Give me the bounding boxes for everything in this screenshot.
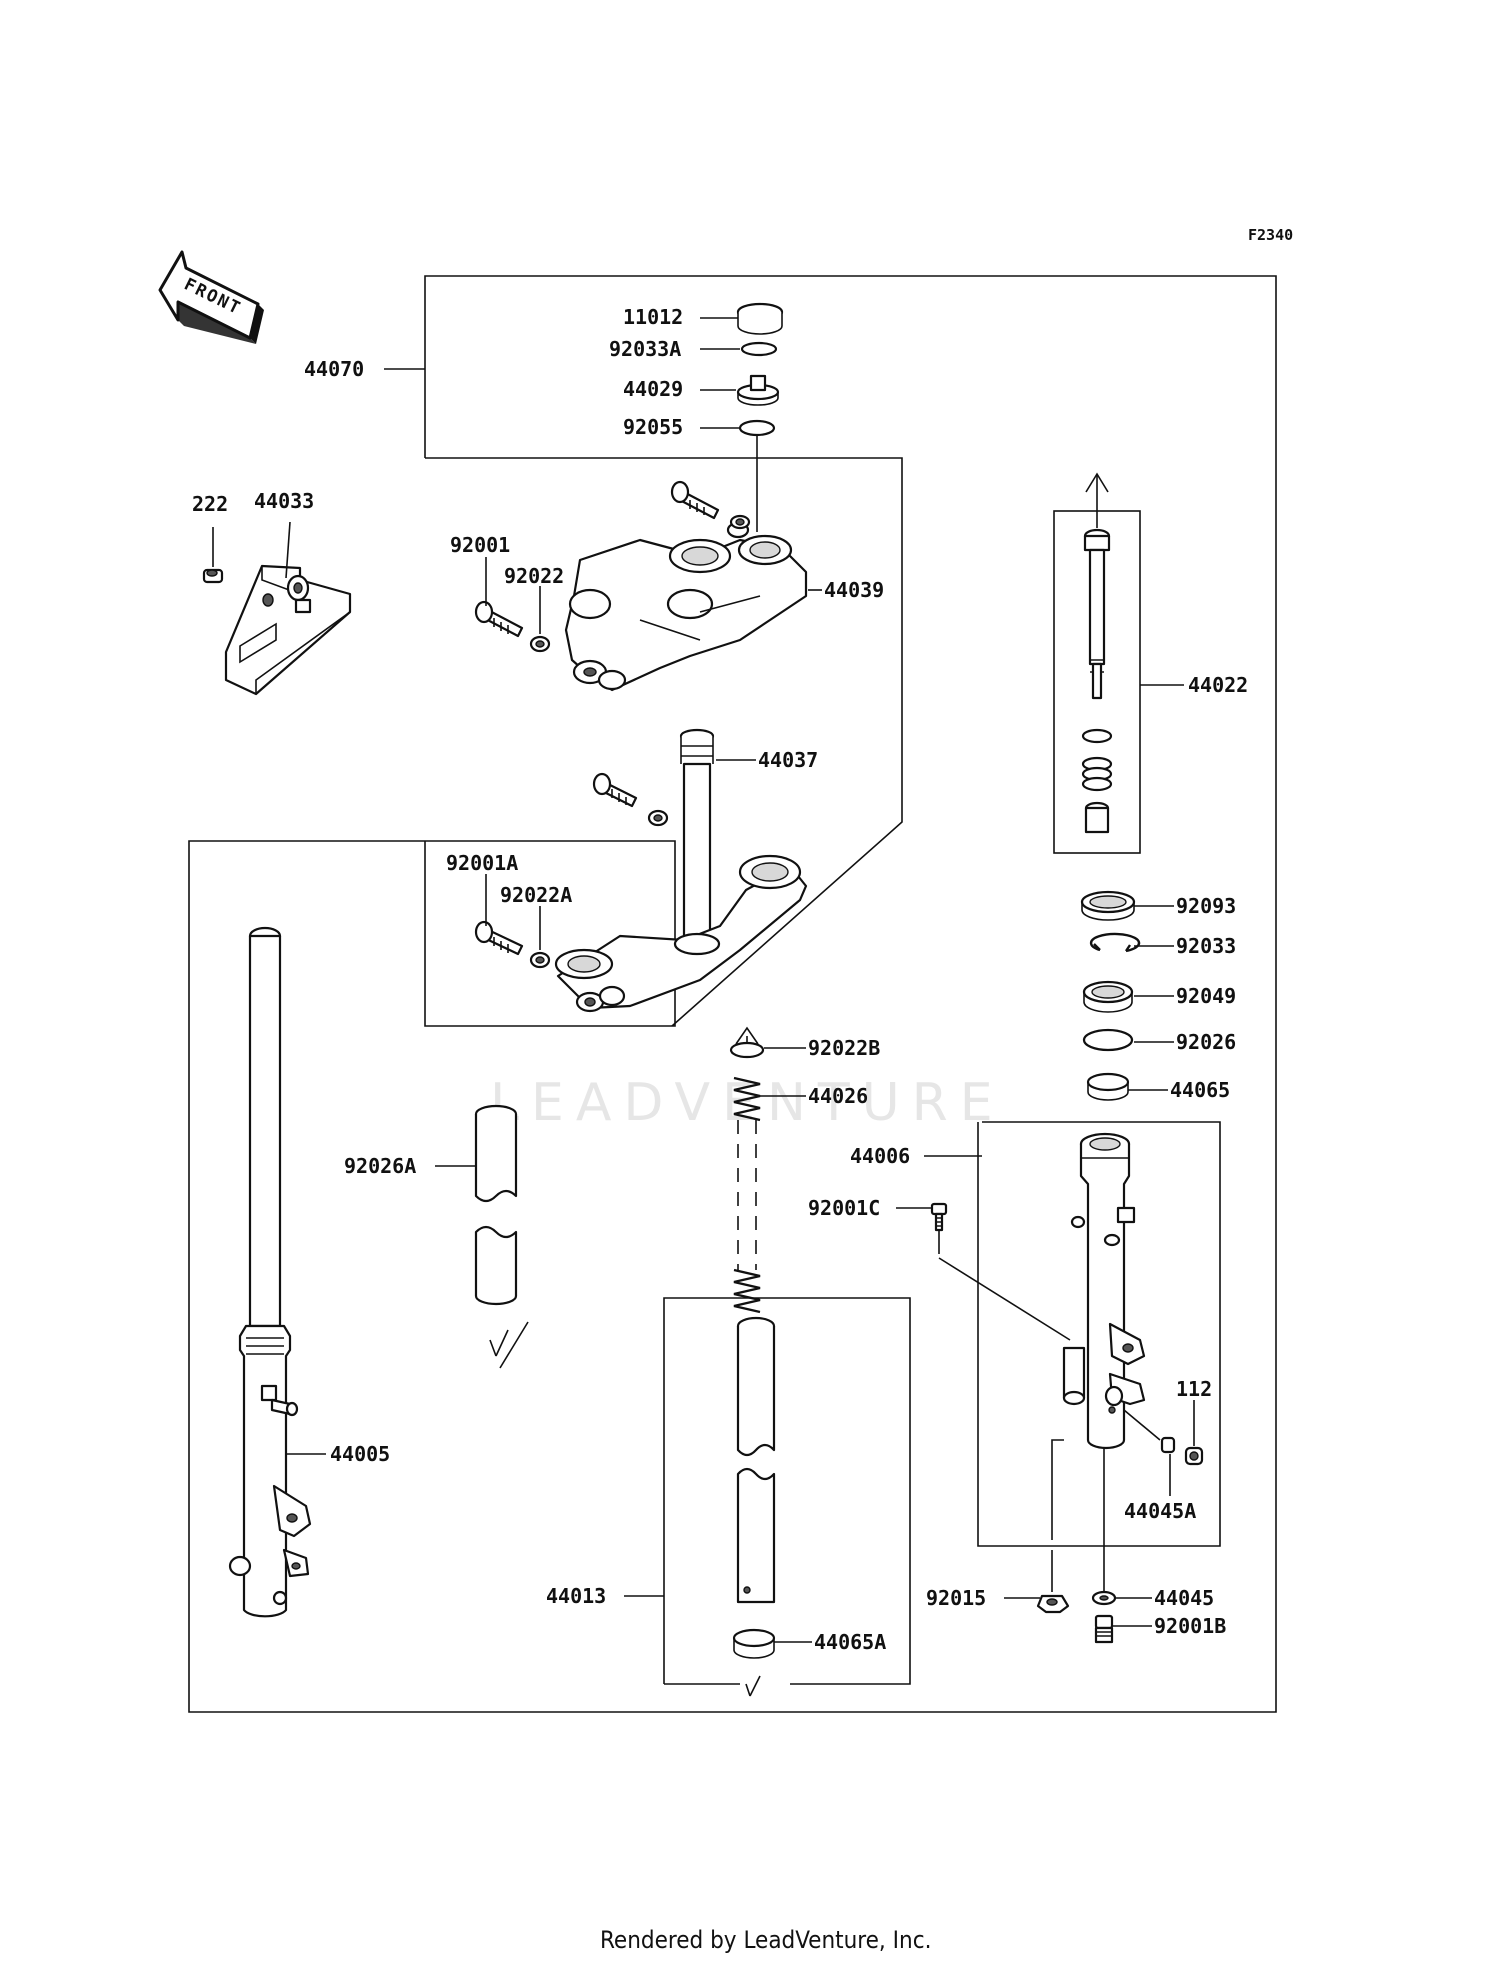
figure-code: F2340 [1248, 226, 1293, 244]
bolt-92001 [474, 600, 524, 638]
bolt-92001b [1094, 1614, 1114, 1644]
label-44045: 44045 [1154, 1586, 1214, 1610]
nut-upper [729, 514, 751, 530]
inner-tube-frame [663, 1297, 911, 1685]
label-44065: 44065 [1170, 1078, 1230, 1102]
washer-92026 [1082, 1028, 1134, 1052]
bolt-92001c [930, 1202, 948, 1232]
label-92001b: 92001B [1154, 1614, 1226, 1638]
adjuster-44029 [736, 374, 780, 406]
label-44039: 44039 [824, 578, 884, 602]
cap-11012 [736, 302, 784, 335]
outer-tube-44006 [1070, 1132, 1146, 1450]
fork-leg-44005 [228, 926, 312, 1618]
label-92015: 92015 [926, 1586, 986, 1610]
label-92022: 92022 [504, 564, 564, 588]
label-92022a: 92022A [500, 883, 572, 907]
washer-44045 [1091, 1590, 1117, 1606]
steering-stem-44037 [679, 728, 715, 946]
label-44013: 44013 [546, 1584, 606, 1608]
oring-92033a [740, 341, 778, 357]
label-92033a: 92033A [609, 337, 681, 361]
leader-lines [286, 317, 1184, 1643]
label-92022b: 92022B [808, 1036, 880, 1060]
spacer-92026a [474, 1104, 529, 1369]
bolt-222 [202, 568, 224, 584]
label-44033: 44033 [254, 489, 314, 513]
front-arrow-icon: FRONT [158, 250, 264, 344]
bushing-44065a [732, 1628, 776, 1659]
label-92001c: 92001C [808, 1196, 880, 1220]
label-92055: 92055 [623, 415, 683, 439]
label-92026a: 92026A [344, 1154, 416, 1178]
lower-triple-clamp [554, 854, 808, 1013]
label-44037: 44037 [758, 748, 818, 772]
label-11012: 11012 [623, 305, 683, 329]
axle-holder [1062, 1346, 1086, 1406]
label-92026: 92026 [1176, 1030, 1236, 1054]
label-92033: 92033 [1176, 934, 1236, 958]
bracket-44033 [224, 564, 352, 696]
seal-92093 [1080, 890, 1136, 921]
label-44026: 44026 [808, 1084, 868, 1108]
outer-tube-frame [977, 1121, 1221, 1547]
oring-92055 [738, 419, 776, 437]
nut-92022a [529, 951, 551, 969]
label-92049: 92049 [1176, 984, 1236, 1008]
label-92001a: 92001A [446, 851, 518, 875]
inner-tube-44013 [736, 1316, 776, 1604]
bolt-92001-top [670, 480, 720, 520]
oil-seal-92049 [1082, 980, 1134, 1013]
label-92093: 92093 [1176, 894, 1236, 918]
damper-cartridge-44022 [1081, 472, 1113, 834]
nut-92022 [529, 635, 551, 653]
label-44045a: 44045A [1124, 1499, 1196, 1523]
bolt-112 [1184, 1400, 1204, 1466]
stem-frame [425, 457, 903, 1027]
label-44065a: 44065A [814, 1630, 886, 1654]
assembly-frame [188, 275, 1277, 1713]
bolt-lower-clamp [592, 772, 638, 808]
nut-92015 [1036, 1594, 1070, 1614]
label-112: 112 [1176, 1377, 1212, 1401]
label-44006: 44006 [850, 1144, 910, 1168]
label-92001: 92001 [450, 533, 510, 557]
label-222: 222 [192, 492, 228, 516]
label-44029: 44029 [623, 377, 683, 401]
bolt-92001a [474, 920, 524, 956]
label-44070: 44070 [304, 357, 364, 381]
label-44005: 44005 [330, 1442, 390, 1466]
label-44022: 44022 [1188, 673, 1248, 697]
bushing-44065 [1086, 1072, 1130, 1101]
spring-44026 [733, 1076, 761, 1314]
circlip-92033 [1089, 932, 1141, 953]
upper-triple-clamp-44039 [564, 521, 808, 692]
nut-lower-clamp [647, 809, 669, 827]
washer-92022b [729, 1041, 765, 1059]
footer-credit: Rendered by LeadVenture, Inc. [600, 1926, 931, 1954]
plug-44045a [1123, 1409, 1176, 1454]
